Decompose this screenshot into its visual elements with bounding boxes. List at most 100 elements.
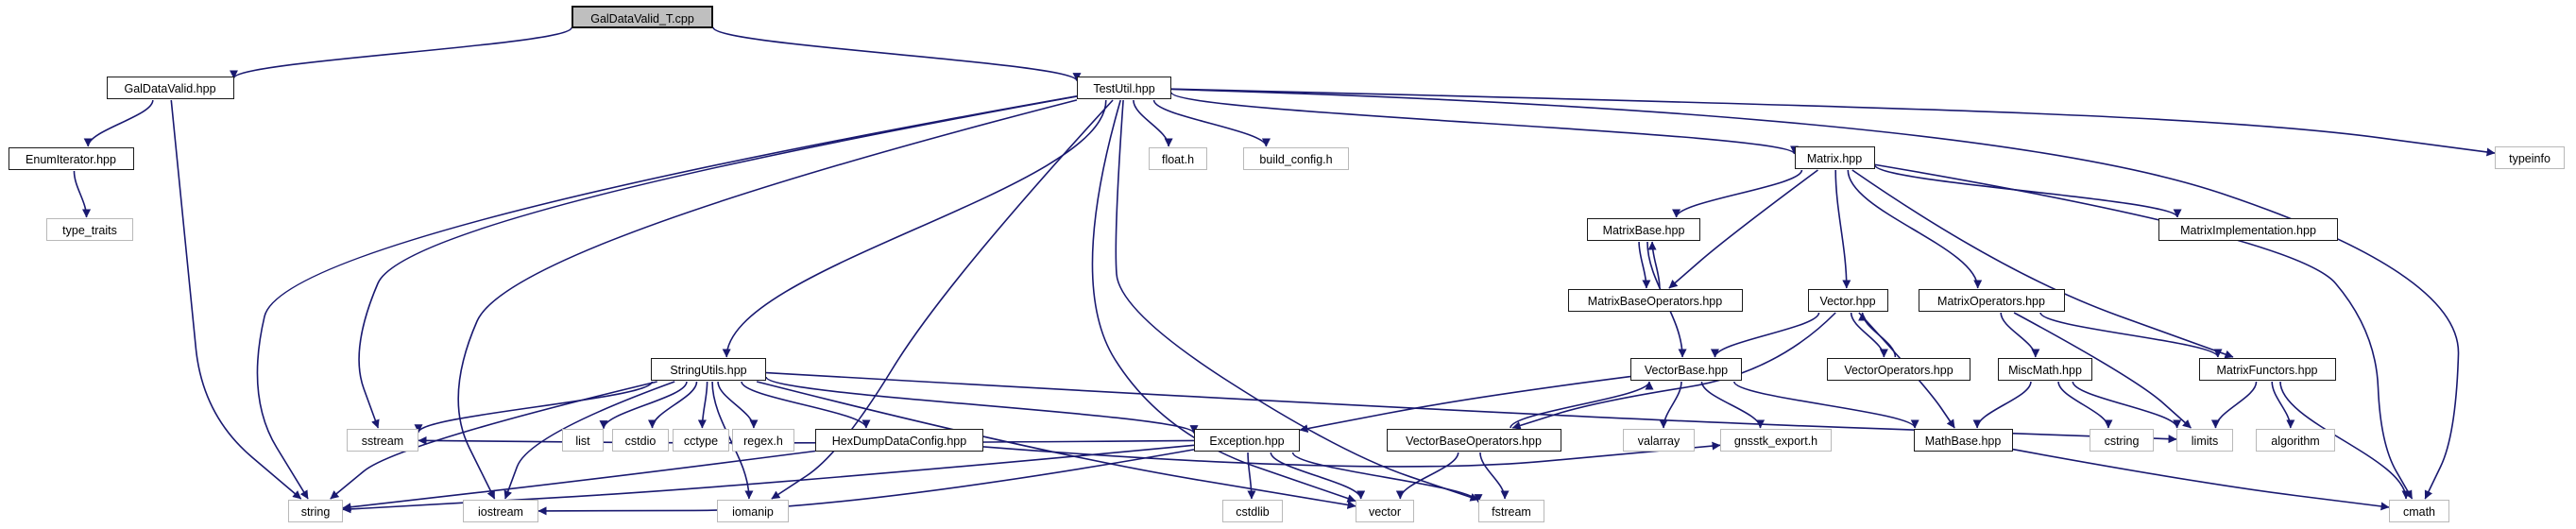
node-vectoroperators_hpp[interactable]: VectorOperators.hpp <box>1827 358 1970 381</box>
node-type_traits: type_traits <box>46 218 133 241</box>
node-miscmath_hpp[interactable]: MiscMath.hpp <box>1998 358 2092 381</box>
edge-stringutils_hpp-to-sstream <box>414 381 653 434</box>
node-build_config_h: build_config.h <box>1243 147 1349 170</box>
node-vector_hpp[interactable]: Vector.hpp <box>1807 289 1888 312</box>
node-vectorbaseoperators_hpp[interactable]: VectorBaseOperators.hpp <box>1386 429 1561 452</box>
node-testutil_hpp[interactable]: TestUtil.hpp <box>1077 77 1171 99</box>
edge-testutil_hpp-to-fstream <box>1115 99 1479 502</box>
edge-stringutils_hpp-to-cstdio <box>648 381 698 429</box>
edge-testutil_hpp-to-cmath <box>1170 88 2460 500</box>
edge-vector_hpp-to-vectoroperators_hpp <box>1850 312 1888 358</box>
node-valarray: valarray <box>1623 429 1695 452</box>
node-galdatavalid_hpp[interactable]: GalDataValid.hpp <box>106 77 234 99</box>
edge-testutil_hpp-to-sstream <box>358 95 1078 429</box>
edge-vectorbaseoperators_hpp-to-vectorbase_hpp <box>1510 381 1654 429</box>
edge-exception_hpp-to-sstream <box>418 435 1195 445</box>
node-vector: vector <box>1356 500 1414 522</box>
edge-matrixfunctors_hpp-to-cmath <box>2279 381 2411 500</box>
edge-stringutils_hpp-to-list <box>599 381 688 430</box>
edge-testutil_hpp-to-string <box>256 95 1078 500</box>
node-string: string <box>288 500 343 522</box>
edge-vector_hpp-to-vectorbase_hpp <box>1711 312 1820 358</box>
node-enumiterator_hpp[interactable]: EnumIterator.hpp <box>8 147 134 170</box>
node-cmath: cmath <box>2389 500 2449 522</box>
edge-testutil_hpp-to-float_h <box>1133 99 1173 147</box>
node-algorithm: algorithm <box>2256 429 2335 452</box>
edge-hexdumpdataconfig_hpp-to-gnsstk_export_h <box>982 441 1721 468</box>
edge-hexdumpdataconfig_hpp-to-string <box>342 450 816 512</box>
edge-galdatavalid_hpp-to-enumiterator_hpp <box>83 99 154 147</box>
edge-matrix_hpp-to-matrixfunctors_hpp <box>1851 169 2234 359</box>
node-exception_hpp[interactable]: Exception.hpp <box>1194 429 1300 452</box>
node-iostream: iostream <box>463 500 538 522</box>
node-vectorbase_hpp[interactable]: VectorBase.hpp <box>1630 358 1742 381</box>
edge-galdatavalid_hpp-to-string <box>170 99 302 500</box>
edge-matrixfunctors_hpp-to-algorithm <box>2271 381 2295 429</box>
edge-matrix_hpp-to-matrixbaseoperators_hpp <box>1668 169 1818 289</box>
node-galdatavalid_t_cpp: GalDataValid_T.cpp <box>571 6 713 28</box>
edge-vectorbase_hpp-to-gnsstk_export_h <box>1700 381 1765 429</box>
edge-exception_hpp-to-vector <box>1270 452 1366 500</box>
edge-testutil_hpp-to-iomanip <box>771 99 1114 500</box>
edge-matrix_hpp-to-matriximplementation_hpp <box>1873 163 2182 218</box>
edge-matrixoperators_hpp-to-miscmath_hpp <box>2000 312 2040 358</box>
edge-miscmath_hpp-to-cstring <box>2057 381 2113 429</box>
node-list: list <box>562 429 604 452</box>
edge-mathbase_hpp-to-cmath <box>2012 448 2390 511</box>
node-sstream: sstream <box>347 429 418 452</box>
node-hexdumpdataconfig_hpp[interactable]: HexDumpDataConfig.hpp <box>815 429 983 452</box>
edge-stringutils_hpp-to-vector <box>756 381 1356 509</box>
edge-testutil_hpp-to-iostream <box>457 99 1078 500</box>
edge-matrix_hpp-to-matrixbase_hpp <box>1672 169 1803 218</box>
node-cctype: cctype <box>673 429 729 452</box>
edge-matrixbase_hpp-to-matrixbaseoperators_hpp <box>1638 241 1651 289</box>
edge-matrixbaseoperators_hpp-to-matrixbase_hpp <box>1647 241 1661 289</box>
edge-galdatavalid_t_cpp-to-galdatavalid_hpp <box>230 26 572 79</box>
node-cstdlib: cstdlib <box>1222 500 1283 522</box>
edge-miscmath_hpp-to-limits <box>2072 381 2182 429</box>
node-gnsstk_export_h: gnsstk_export.h <box>1720 429 1832 452</box>
edge-testutil_hpp-to-typeinfo <box>1170 88 2496 157</box>
edge-vectorbase_hpp-to-mathbase_hpp <box>1732 381 1919 429</box>
node-matrixbaseoperators_hpp[interactable]: MatrixBaseOperators.hpp <box>1567 289 1743 312</box>
edge-matrixfunctors_hpp-to-limits <box>2210 381 2258 429</box>
edge-miscmath_hpp-to-mathbase_hpp <box>1972 381 2032 429</box>
node-fstream: fstream <box>1478 500 1544 522</box>
edge-matrixoperators_hpp-to-limits <box>2013 312 2192 429</box>
edge-exception_hpp-to-fstream <box>1291 452 1483 503</box>
node-mathbase_hpp[interactable]: MathBase.hpp <box>1913 429 2013 452</box>
edge-galdatavalid_t_cpp-to-testutil_hpp <box>712 26 1082 82</box>
node-matriximplementation_hpp[interactable]: MatrixImplementation.hpp <box>2158 218 2338 241</box>
edge-matrix_hpp-to-vector_hpp <box>1834 169 1851 289</box>
node-typeinfo: typeinfo <box>2495 146 2565 169</box>
edge-stringutils_hpp-to-regex_h <box>717 381 759 429</box>
edge-enumiterator_hpp-to-type_traits <box>73 170 92 218</box>
edge-testutil_hpp-to-matrix_hpp <box>1170 92 1799 155</box>
edge-vector_hpp-to-vectorbaseoperators_hpp <box>1511 312 1836 430</box>
node-limits: limits <box>2176 429 2233 452</box>
edge-matrix_hpp-to-cmath <box>1874 163 2414 500</box>
node-matrixbase_hpp[interactable]: MatrixBase.hpp <box>1587 218 1700 241</box>
edge-exception_hpp-to-iostream <box>537 449 1195 516</box>
edge-matrix_hpp-to-matrixoperators_hpp <box>1847 169 1983 289</box>
edge-stringutils_hpp-to-exception_hpp <box>765 376 1199 435</box>
node-matrixoperators_hpp[interactable]: MatrixOperators.hpp <box>1918 289 2065 312</box>
node-iomanip: iomanip <box>717 500 789 522</box>
node-float_h: float.h <box>1149 147 1207 170</box>
node-stringutils_hpp[interactable]: StringUtils.hpp <box>651 358 766 381</box>
node-matrix_hpp[interactable]: Matrix.hpp <box>1794 146 1875 169</box>
node-cstring: cstring <box>2090 429 2154 452</box>
edge-vectorbase_hpp-to-valarray <box>1659 381 1682 429</box>
edge-stringutils_hpp-to-hexdumpdataconfig_hpp <box>741 381 871 429</box>
edge-stringutils_hpp-to-iostream <box>503 381 675 500</box>
edge-testutil_hpp-to-stringutils_hpp <box>722 99 1107 358</box>
edge-matrixoperators_hpp-to-matrixfunctors_hpp <box>2039 312 2223 358</box>
node-matrixfunctors_hpp[interactable]: MatrixFunctors.hpp <box>2198 358 2336 381</box>
node-regex_h: regex.h <box>732 429 794 452</box>
edge-testutil_hpp-to-build_config_h <box>1152 99 1271 147</box>
edge-stringutils_hpp-to-cctype <box>697 381 708 429</box>
edge-stringutils_hpp-to-string <box>330 381 657 500</box>
edge-exception_hpp-to-cstdlib <box>1247 452 1256 500</box>
